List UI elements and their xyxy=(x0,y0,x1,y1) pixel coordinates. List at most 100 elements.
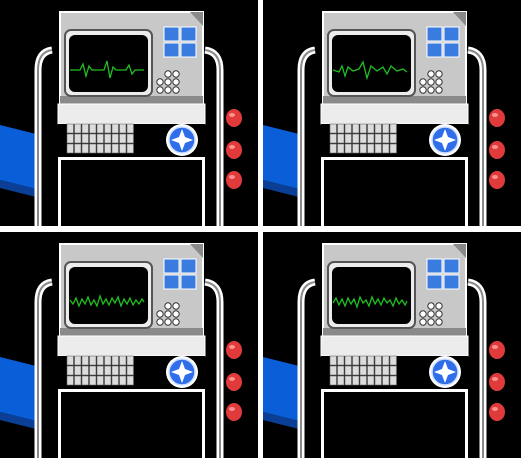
waveform-trace xyxy=(332,60,408,81)
right-pipe xyxy=(467,278,487,458)
round-button xyxy=(427,318,435,326)
round-button xyxy=(172,78,180,86)
keypad-key xyxy=(81,133,89,144)
grid-tile xyxy=(443,26,460,42)
right-pipe-shade xyxy=(467,281,484,458)
base-left-edge xyxy=(58,392,61,458)
keypad-key xyxy=(81,375,89,386)
keypad-key xyxy=(352,133,360,144)
keypad-key xyxy=(111,355,119,366)
keypad-key xyxy=(74,365,82,376)
keypad-key xyxy=(367,355,375,366)
keypad-key xyxy=(352,375,360,386)
keypad-key xyxy=(96,133,104,144)
console-strip xyxy=(320,335,469,357)
keypad-key xyxy=(359,123,367,134)
keypad-key xyxy=(89,355,97,366)
round-button xyxy=(427,86,435,94)
keypad-key xyxy=(119,375,127,386)
keypad-key xyxy=(104,355,112,366)
base-left-edge xyxy=(321,160,324,226)
machine-scene xyxy=(0,11,242,226)
hand-knuckle xyxy=(226,141,242,159)
machine-head-shade xyxy=(323,328,466,336)
keypad-key xyxy=(126,133,134,144)
console-strip xyxy=(320,103,469,125)
hand-knuckle-shine xyxy=(229,345,235,349)
keypad-key xyxy=(374,365,382,376)
round-button xyxy=(164,310,172,318)
keypad-key xyxy=(126,123,134,134)
waveform-trace xyxy=(69,293,145,308)
grid-tile xyxy=(180,42,197,58)
round-button xyxy=(156,318,164,326)
round-button xyxy=(164,86,172,94)
keypad-key xyxy=(352,123,360,134)
keypad-key xyxy=(389,123,397,134)
keypad-key xyxy=(119,123,127,134)
hand-knuckle-shine xyxy=(492,175,498,179)
keypad-key xyxy=(81,143,89,154)
round-button xyxy=(164,302,172,310)
keypad-key xyxy=(74,143,82,154)
grid-tile xyxy=(426,274,443,290)
round-button xyxy=(172,86,180,94)
keypad-key xyxy=(374,123,382,134)
round-button xyxy=(164,70,172,78)
keypad-key xyxy=(329,133,337,144)
right-pipe xyxy=(467,46,487,226)
base-right-edge xyxy=(465,392,468,458)
keypad-key xyxy=(374,143,382,154)
round-button xyxy=(172,70,180,78)
keypad-key xyxy=(344,355,352,366)
base-left-edge xyxy=(321,392,324,458)
keypad-key xyxy=(126,375,134,386)
round-button xyxy=(427,302,435,310)
keypad-key xyxy=(119,365,127,376)
keypad-key xyxy=(81,123,89,134)
console-lip xyxy=(58,157,205,160)
keypad-key xyxy=(352,365,360,376)
keypad-key xyxy=(352,355,360,366)
round-button xyxy=(435,318,443,326)
keypad-key xyxy=(126,355,134,366)
keypad-key xyxy=(344,143,352,154)
grid-tile xyxy=(443,258,460,274)
keypad-key xyxy=(66,375,74,386)
frame-bottom-right xyxy=(263,232,521,458)
right-pipe-shade xyxy=(467,49,484,226)
machine-scene xyxy=(0,243,242,458)
keypad-key xyxy=(104,375,112,386)
blue-floor-edge xyxy=(0,180,40,198)
console-strip xyxy=(57,103,206,125)
waveform-trace xyxy=(332,295,408,310)
keypad-key xyxy=(337,143,345,154)
monitor-screen xyxy=(332,35,411,92)
keypad-key xyxy=(329,355,337,366)
base-right-edge xyxy=(465,160,468,226)
keypad-key xyxy=(119,355,127,366)
blue-floor-edge xyxy=(263,412,303,430)
keypad-key xyxy=(367,365,375,376)
keypad-key xyxy=(389,133,397,144)
keypad-key xyxy=(352,143,360,154)
console-lip xyxy=(321,389,468,392)
machine-head-shade xyxy=(323,96,466,104)
keypad-key xyxy=(337,123,345,134)
grid-tile xyxy=(163,274,180,290)
keypad-key xyxy=(104,143,112,154)
machine-corner xyxy=(453,12,466,26)
keypad-key xyxy=(389,143,397,154)
keypad-key xyxy=(89,133,97,144)
round-button xyxy=(172,318,180,326)
keypad-key xyxy=(81,365,89,376)
keypad-key xyxy=(66,133,74,144)
keypad-key xyxy=(329,375,337,386)
keypad-key xyxy=(66,365,74,376)
keypad-key xyxy=(81,355,89,366)
console-lip xyxy=(321,157,468,160)
hand-knuckle xyxy=(489,341,505,359)
hand-knuckle xyxy=(226,403,242,421)
keypad-key xyxy=(74,355,82,366)
